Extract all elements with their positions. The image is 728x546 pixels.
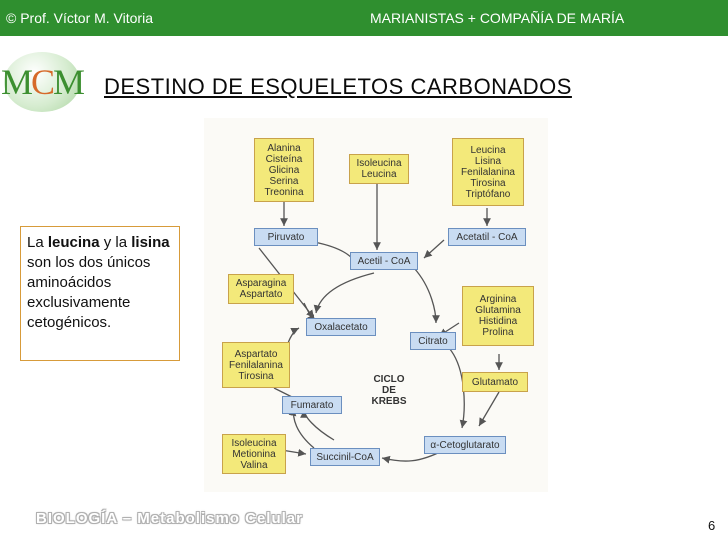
note-text-1: La (27, 234, 48, 251)
note-lisina: lisina (131, 234, 170, 251)
box-leucina-group: Leucina Lisina Fenilalanina Tirosina Tri… (452, 138, 524, 206)
box-arginina-group: Arginina Glutamina Histidina Prolina (462, 286, 534, 346)
acetil-coa-text: Acetil - CoA (357, 255, 411, 267)
box-leu-text: Leucina Lisina Fenilalanina Tirosina Tri… (461, 144, 515, 200)
note-text-3: son los dos únicos aminoácidos exclusiva… (27, 254, 151, 331)
logo-m2: M (53, 62, 85, 102)
box-iso2-text: Isoleucina Metionina Valina (231, 437, 277, 471)
logo-m1: M (0, 62, 33, 102)
krebs-diagram: Alanina Cisteína Glicina Serina Treonina… (204, 118, 548, 492)
box-glutamato: Glutamato (462, 372, 528, 392)
box-acetil-coa: Acetil - CoA (350, 252, 418, 270)
glutamato-text: Glutamato (471, 376, 519, 388)
krebs-text: CICLO DE KREBS (371, 374, 407, 407)
box-piruvato: Piruvato (254, 228, 318, 246)
box-isoleucina-leucina: Isoleucina Leucina (349, 154, 409, 184)
citrato-text: Citrato (418, 335, 448, 347)
box-fumarato: Fumarato (282, 396, 342, 414)
footer-title: BIOLOGÍA – Metabolismo Celular (36, 510, 303, 527)
note-text-2: y la (99, 234, 132, 251)
box-citrato: Citrato (410, 332, 456, 350)
box-aspartato-group: Aspartato Fenilalanina Tirosina (222, 342, 290, 388)
header-bar: © Prof. Víctor M. Vitoria MARIANISTAS + … (0, 0, 728, 36)
box-asp2-text: Aspartato Fenilalanina Tirosina (229, 348, 283, 382)
page-number: 6 (708, 518, 716, 533)
box-alanina-text: Alanina Cisteína Glicina Serina Treonina (264, 142, 304, 198)
oxalacetato-text: Oxalacetato (314, 321, 368, 333)
box-alanina-group: Alanina Cisteína Glicina Serina Treonina (254, 138, 314, 202)
box-acetil-coa-top: Acetatil - CoA (448, 228, 526, 246)
institution-label: MARIANISTAS + COMPAÑÍA DE MARÍA (370, 10, 625, 26)
box-iso-text: Isoleucina Leucina (356, 158, 402, 180)
box-asparagina: Asparagina Aspartato (228, 274, 294, 304)
fumarato-text: Fumarato (290, 399, 334, 411)
cetoglutarato-text: α-Cetoglutarato (430, 439, 500, 451)
krebs-label: CICLO DE KREBS (364, 374, 414, 407)
page-title: DESTINO DE ESQUELETOS CARBONADOS (104, 74, 572, 99)
box-asp1-text: Asparagina Aspartato (235, 278, 287, 300)
piruvato-text: Piruvato (267, 231, 305, 243)
note-leucina: leucina (47, 234, 100, 251)
note-box: La leucina y la lisina son los dos único… (20, 226, 180, 361)
box-oxalacetato: Oxalacetato (306, 318, 376, 336)
author-label: © Prof. Víctor M. Vitoria (6, 10, 153, 26)
box-succinil-coa: Succinil-CoA (310, 448, 380, 466)
box-cetoglutarato: α-Cetoglutarato (424, 436, 506, 454)
logo-c: C (31, 62, 55, 102)
succinil-text: Succinil-CoA (316, 451, 374, 463)
acetil-coa-top-text: Acetatil - CoA (456, 231, 518, 243)
box-isoleucina-group: Isoleucina Metionina Valina (222, 434, 286, 474)
box-arg-text: Arginina Glutamina Histidina Prolina (475, 294, 521, 338)
